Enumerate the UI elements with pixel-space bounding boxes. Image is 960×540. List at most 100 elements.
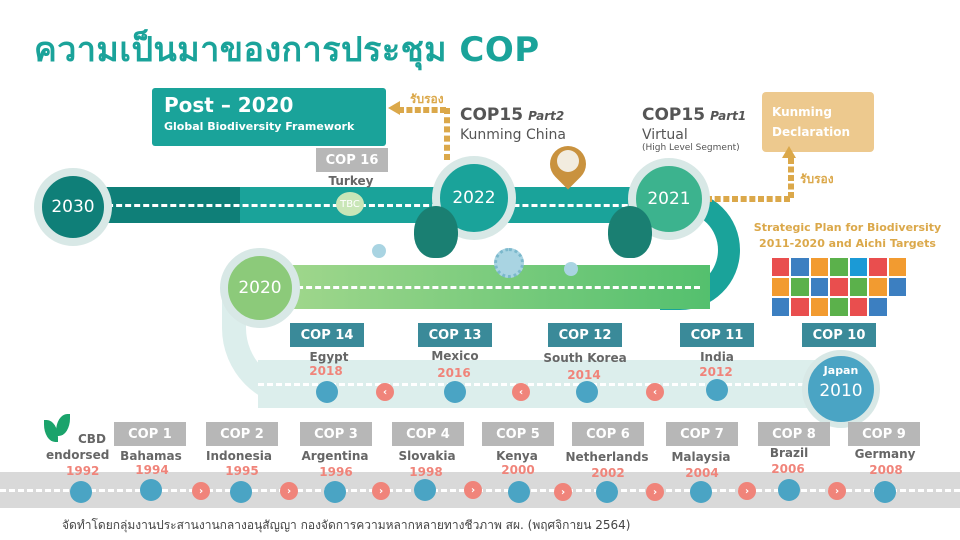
- mid-cop14-country: Egypt: [309, 350, 349, 364]
- adopted-label-left: รับรอง: [410, 92, 444, 106]
- cbd-line2: endorsed: [46, 448, 110, 462]
- road-lower-dash: [258, 383, 858, 386]
- location-pin-center: [557, 150, 579, 172]
- connector-right-vertical: [788, 158, 794, 198]
- mid-arrow-left-icon: ‹: [646, 383, 664, 401]
- cop8-label: COP 8: [758, 422, 830, 446]
- mid-dot-2018: [316, 381, 338, 403]
- bottom-dot-2006: [778, 479, 800, 501]
- mid-cop11-country: India: [700, 350, 734, 364]
- mid-cop10-label: COP 10: [802, 323, 876, 347]
- virus-icon: [494, 248, 524, 278]
- kunming-line2: Declaration: [772, 125, 851, 139]
- bottom-dot-1994: [140, 479, 162, 501]
- kunming-line1: Kunming: [772, 105, 832, 119]
- cop4-year: 1998: [409, 465, 443, 479]
- cop8-year: 2006: [771, 462, 805, 476]
- mid-cop13-country: Mexico: [431, 349, 479, 363]
- year-2020-circle: 2020: [220, 248, 300, 328]
- bottom-dot-1998: [414, 479, 436, 501]
- strategic-plan-title: Strategic Plan for Biodiversity 2011-202…: [740, 220, 955, 252]
- cop1-country: Bahamas: [120, 449, 182, 463]
- mid-dot-2014: [576, 381, 598, 403]
- mid-cop14-year: 2018: [309, 364, 343, 378]
- strategic-plan-line1: Strategic Plan for Biodiversity: [753, 221, 942, 234]
- bottom-arrow-right-icon: ›: [646, 483, 664, 501]
- cop15-part2: COP15 Part2 Kunming China: [460, 105, 566, 143]
- virus-small-left-icon: [372, 244, 386, 258]
- cop9-label: COP 9: [848, 422, 920, 446]
- cop15-part1-note: (High Level Segment): [642, 143, 740, 153]
- japan-circle: Japan 2010: [802, 350, 880, 428]
- year-2022-circle: 2022: [432, 156, 516, 240]
- cop2-country: Indonesia: [206, 449, 272, 463]
- connector-right-horizontal: [706, 196, 790, 202]
- post2020-subtitle: Global Biodiversity Framework: [164, 120, 355, 133]
- bottom-arrow-right-icon: ›: [464, 481, 482, 499]
- post2020-title: Post – 2020: [164, 93, 294, 117]
- bottom-dot-2004: [690, 481, 712, 503]
- bottom-arrow-right-icon: ›: [828, 482, 846, 500]
- cop3-country: Argentina: [301, 449, 369, 463]
- cop7-label: COP 7: [666, 422, 738, 446]
- mid-cop10-year: 2010: [819, 381, 863, 401]
- cop16-country: Turkey: [328, 174, 374, 188]
- cop6-country: Netherlands: [565, 450, 649, 464]
- arrow-left-icon: [388, 101, 400, 115]
- bottom-arrow-right-icon: ›: [280, 482, 298, 500]
- aichi-targets-grid-icon: [772, 258, 906, 316]
- kunming-declaration-box: Kunming Declaration: [762, 92, 874, 152]
- cop1-year: 1994: [135, 463, 169, 477]
- mid-arrow-left-icon: ‹: [512, 383, 530, 401]
- cop1-label: COP 1: [114, 422, 186, 446]
- cop16-badge: TBC: [336, 192, 364, 216]
- mid-cop12-country: South Korea: [543, 351, 627, 365]
- cop2-label: COP 2: [206, 422, 278, 446]
- bottom-dot-2000: [508, 481, 530, 503]
- cop4-label: COP 4: [392, 422, 464, 446]
- bottom-dot-2002: [596, 481, 618, 503]
- cop15-part2-part: Part2: [528, 109, 565, 123]
- year-2030-circle: 2030: [34, 168, 112, 246]
- adopted-label-right: รับรอง: [800, 172, 834, 186]
- cop4-country: Slovakia: [398, 449, 456, 463]
- virus-small-right-icon: [564, 262, 578, 276]
- cop2-year: 1995: [225, 464, 259, 478]
- cop6-label: COP 6: [572, 422, 644, 446]
- mid-dot-2016: [444, 381, 466, 403]
- cop7-country: Malaysia: [671, 450, 731, 464]
- bottom-dot-2008: [874, 481, 896, 503]
- cop15-logo-left-icon: [414, 206, 458, 258]
- cop9-year: 2008: [869, 463, 903, 477]
- footer-credit: จัดทำโดยกลุ่มงานประสานงานกลางอนุสัญญา กอ…: [62, 518, 631, 532]
- cbd-leaf-logo-icon: [44, 414, 72, 444]
- cop3-label: COP 3: [300, 422, 372, 446]
- post2020-box: Post – 2020 Global Biodiversity Framewor…: [152, 88, 386, 146]
- cop15-part2-location: Kunming China: [460, 127, 566, 143]
- mid-cop11-year: 2012: [699, 365, 733, 379]
- cop7-year: 2004: [685, 466, 719, 480]
- mid-cop14-label: COP 14: [290, 323, 364, 347]
- bottom-dot-1992: [70, 481, 92, 503]
- mid-cop12-label: COP 12: [548, 323, 622, 347]
- mid-cop13-year: 2016: [437, 366, 471, 380]
- bottom-dot-1995: [230, 481, 252, 503]
- cop3-year: 1996: [319, 465, 353, 479]
- arrow-up-icon: [782, 146, 796, 158]
- mid-cop10-country: Japan: [823, 364, 859, 377]
- mid-cop12-year: 2014: [567, 368, 601, 382]
- cop15-part2-name: COP15: [460, 105, 524, 125]
- cop15-logo-right-icon: [608, 206, 652, 258]
- cbd-line1: CBD: [78, 432, 106, 446]
- cop5-year: 2000: [501, 463, 535, 477]
- mid-cop13-label: COP 13: [418, 323, 492, 347]
- road-mid-dash: [270, 286, 700, 289]
- cop15-part1-name: COP15: [642, 105, 706, 125]
- mid-dot-2012: [706, 379, 728, 401]
- cop6-year: 2002: [591, 466, 625, 480]
- cop5-label: COP 5: [482, 422, 554, 446]
- strategic-plan-line2: 2011-2020 and Aichi Targets: [759, 237, 936, 250]
- cop8-country: Brazil: [769, 446, 809, 460]
- cop9-country: Germany: [854, 447, 916, 461]
- mid-cop11-label: COP 11: [680, 323, 754, 347]
